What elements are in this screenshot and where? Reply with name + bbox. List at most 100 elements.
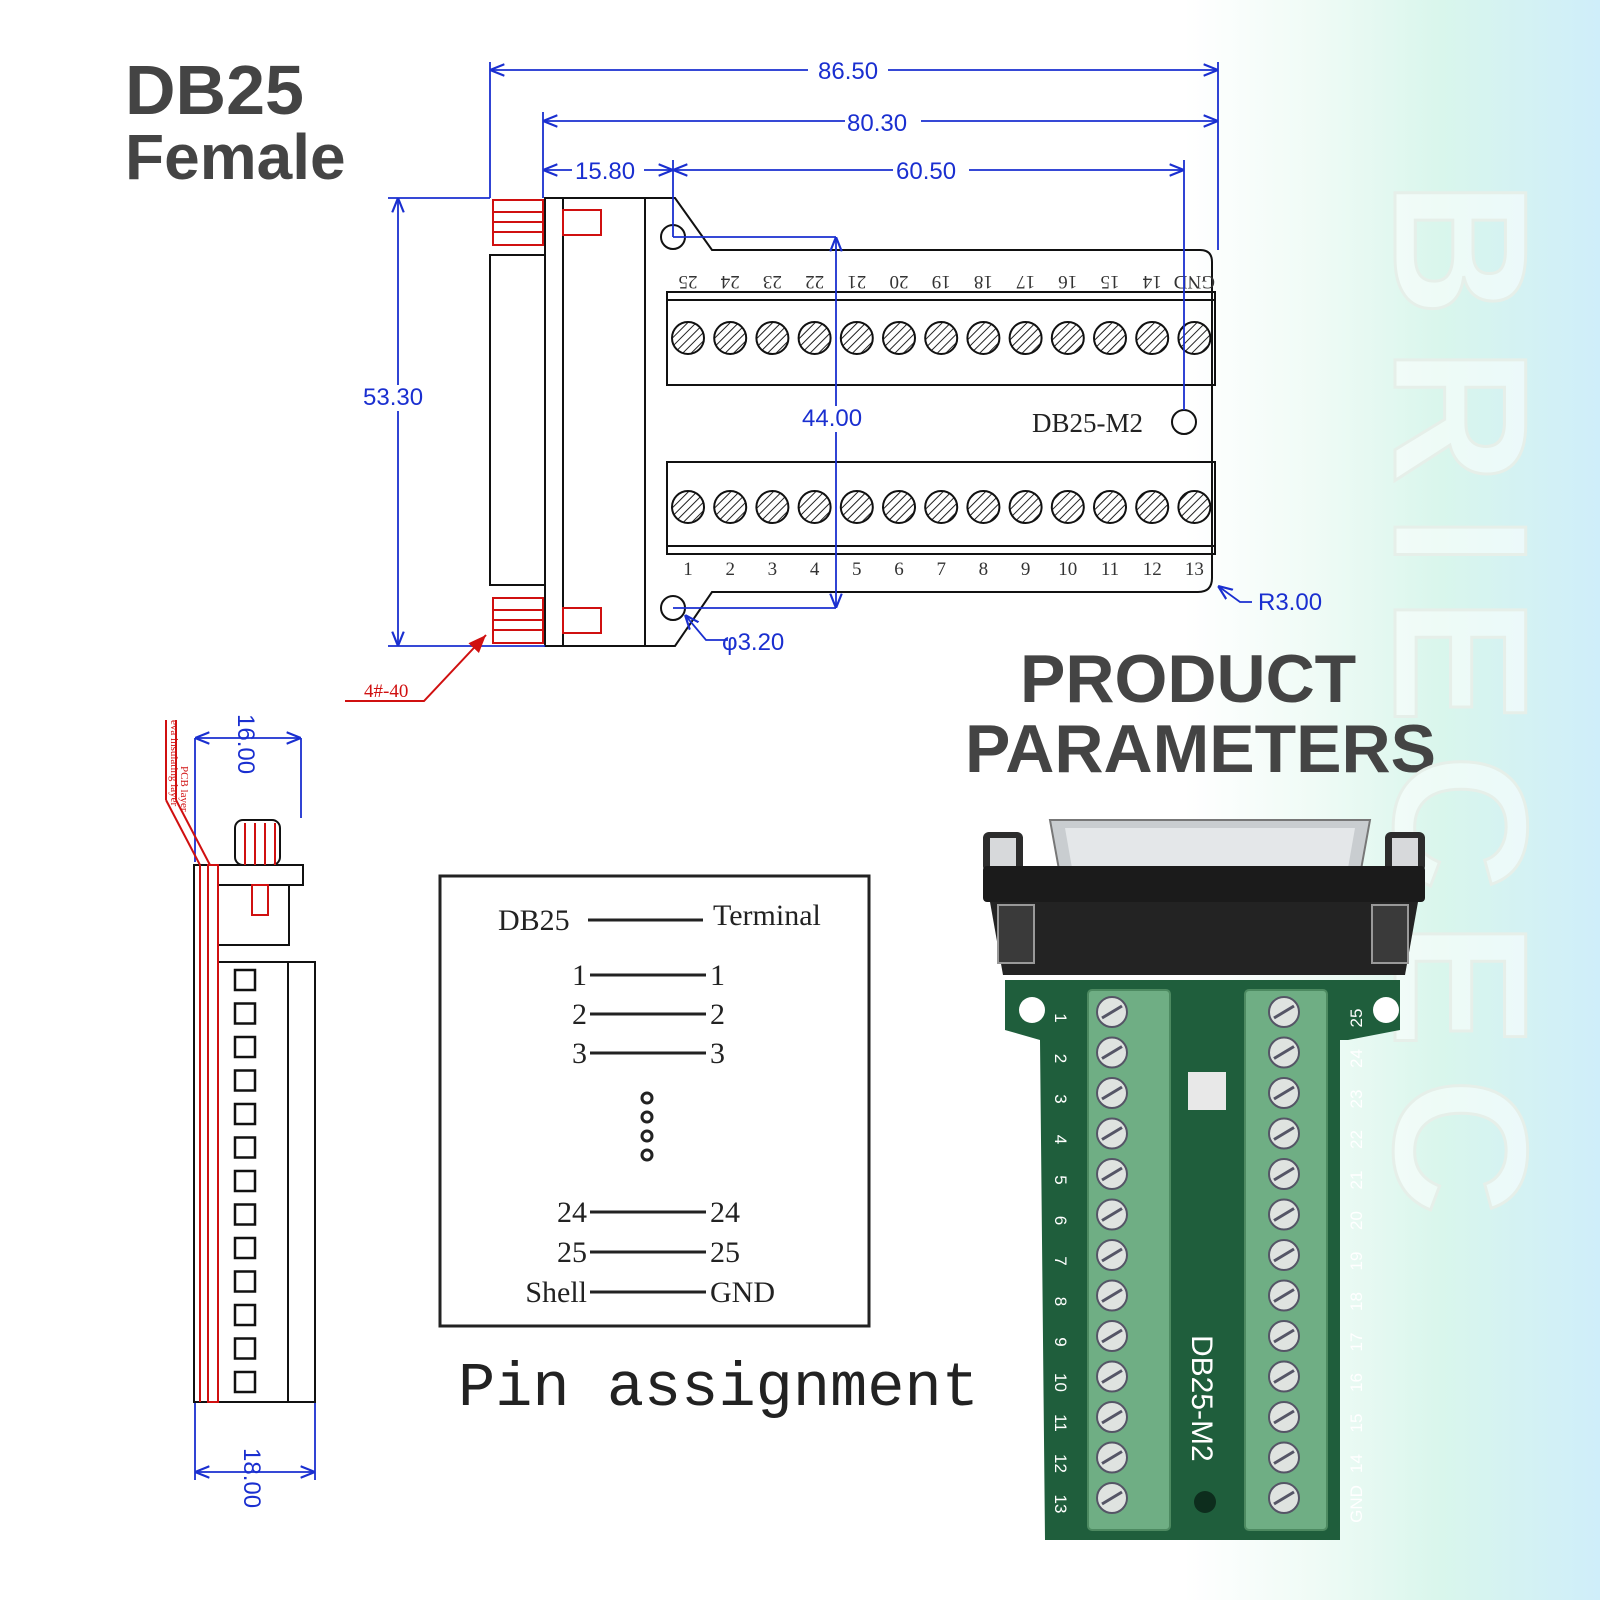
pin-db25-label: 1 bbox=[572, 959, 587, 992]
terminal-block-bottom bbox=[666, 461, 1216, 555]
pin-db25-label: 25 bbox=[557, 1236, 587, 1269]
pcb-layer-label: PCB layer bbox=[178, 766, 190, 812]
top-row-pin-label: 22 bbox=[805, 271, 824, 292]
dim-overall-width: 86.50 bbox=[818, 58, 878, 85]
photo-left-pin-label: 6 bbox=[1051, 1216, 1070, 1225]
dim-board-width: 80.30 bbox=[847, 110, 907, 137]
dim-offset: 15.80 bbox=[575, 158, 635, 185]
photo-right-pin-label: 16 bbox=[1347, 1373, 1366, 1392]
dim-terminal-span: 60.50 bbox=[896, 158, 956, 185]
terminal-screw-icon bbox=[839, 321, 874, 355]
photo-left-pin-label: 9 bbox=[1051, 1337, 1070, 1346]
eva-layer-label: eva insulating layer bbox=[168, 720, 180, 806]
photo-left-pin-label: 1 bbox=[1051, 1013, 1070, 1022]
terminal-screw-icon bbox=[713, 321, 748, 355]
terminal-screw-icon bbox=[839, 490, 874, 524]
top-row-pin-label: 23 bbox=[763, 271, 782, 292]
connector-shell bbox=[489, 254, 546, 586]
top-row-pin-label: 20 bbox=[890, 271, 909, 292]
top-row-pin-label: 16 bbox=[1058, 271, 1077, 292]
watermark-text: BRIECEC bbox=[1354, 180, 1566, 1245]
photo-left-pin-label: 10 bbox=[1051, 1373, 1070, 1392]
photo-right-pin-label: 25 bbox=[1347, 1009, 1366, 1028]
terminal-screw-icon bbox=[1177, 321, 1212, 355]
title-female: Female bbox=[125, 121, 346, 193]
pin-db25-label: 3 bbox=[572, 1037, 587, 1070]
bottom-row-pin-label: 5 bbox=[852, 559, 862, 580]
bottom-row-pin-label: 11 bbox=[1101, 559, 1119, 580]
pin-db25-label: Shell bbox=[525, 1276, 587, 1309]
photo-right-pin-label: 24 bbox=[1347, 1049, 1366, 1068]
bottom-row-pin-label: 10 bbox=[1058, 559, 1077, 580]
terminal-screw-icon bbox=[882, 321, 916, 355]
dim-height: 53.30 bbox=[363, 384, 423, 411]
board-label-drawing: DB25-M2 bbox=[1032, 408, 1143, 438]
terminal-screw-icon bbox=[924, 321, 959, 355]
terminal-screw-icon bbox=[755, 321, 790, 355]
top-row-pin-label: 25 bbox=[679, 271, 698, 292]
pcb-outline bbox=[645, 197, 1213, 647]
dim-hole-diameter: φ3.20 bbox=[722, 629, 784, 656]
photo-left-pin-label: 7 bbox=[1051, 1256, 1070, 1265]
top-row-pin-label: 15 bbox=[1101, 271, 1120, 292]
side-terminal-opening bbox=[233, 1035, 257, 1059]
photo-right-pin-label: 21 bbox=[1347, 1171, 1366, 1190]
parameters-heading: PARAMETERS bbox=[965, 711, 1436, 787]
side-terminal-opening bbox=[233, 1236, 257, 1260]
bottom-row-pin-label: 9 bbox=[1021, 559, 1031, 580]
connector-flange bbox=[544, 197, 564, 647]
side-dim-top: 16.00 bbox=[232, 714, 259, 774]
photo-left-pin-label: 11 bbox=[1051, 1414, 1070, 1432]
terminal-screw-icon bbox=[1135, 321, 1170, 355]
top-screws bbox=[671, 321, 1212, 355]
terminal-screw-icon bbox=[966, 321, 1001, 355]
terminal-screw-icon bbox=[1008, 321, 1043, 355]
photo-right-pin-label: GND bbox=[1347, 1485, 1366, 1523]
pin-db25-label: 24 bbox=[557, 1196, 587, 1229]
side-terminal-opening bbox=[233, 1136, 257, 1159]
pin-terminal-label: 24 bbox=[710, 1196, 740, 1229]
terminal-screw-icon bbox=[882, 490, 916, 524]
connector-back bbox=[562, 197, 646, 647]
photo-right-pin-label: 17 bbox=[1347, 1333, 1366, 1352]
dim-hole-spacing: 44.00 bbox=[802, 405, 862, 432]
screw-post-bottom bbox=[492, 597, 602, 644]
side-terminal-opening bbox=[233, 1337, 257, 1360]
top-row-pin-label: 24 bbox=[720, 271, 740, 292]
pin-terminal-label: 25 bbox=[710, 1236, 740, 1269]
terminal-screw-icon bbox=[755, 490, 790, 524]
terminal-screw-icon bbox=[924, 490, 959, 524]
pin-terminal-label: GND bbox=[710, 1276, 775, 1309]
terminal-block-top bbox=[666, 291, 1216, 386]
product-heading: PRODUCT bbox=[1020, 641, 1357, 717]
bottom-screws bbox=[671, 490, 1212, 524]
bottom-row-pin-label: 8 bbox=[979, 559, 989, 580]
side-terminal-opening bbox=[233, 1169, 257, 1193]
photo-right-pin-label: 18 bbox=[1347, 1292, 1366, 1311]
terminal-screw-icon bbox=[1050, 321, 1085, 355]
terminal-screw-icon bbox=[966, 490, 1001, 524]
side-terminal-opening bbox=[233, 1303, 257, 1327]
terminal-screw-icon bbox=[671, 321, 705, 355]
side-terminal-opening bbox=[233, 1203, 257, 1226]
top-row-pin-label: 19 bbox=[932, 271, 951, 292]
pin-terminal-label: 3 bbox=[710, 1037, 725, 1070]
bottom-row-pin-label: 2 bbox=[725, 559, 735, 580]
photo-right-pin-label: 15 bbox=[1347, 1414, 1366, 1433]
photo-right-pin-label: 20 bbox=[1347, 1211, 1366, 1230]
photo-left-pin-label: 8 bbox=[1051, 1297, 1070, 1306]
mount-hole-right bbox=[1171, 409, 1197, 435]
terminal-screw-icon bbox=[1008, 490, 1043, 524]
terminal-screw-icon bbox=[797, 321, 832, 355]
photo-left-pin-label: 13 bbox=[1051, 1495, 1070, 1514]
photo-right-pin-label: 19 bbox=[1347, 1252, 1366, 1271]
terminal-screw-icon bbox=[713, 490, 748, 524]
title-db25: DB25 bbox=[125, 51, 304, 129]
